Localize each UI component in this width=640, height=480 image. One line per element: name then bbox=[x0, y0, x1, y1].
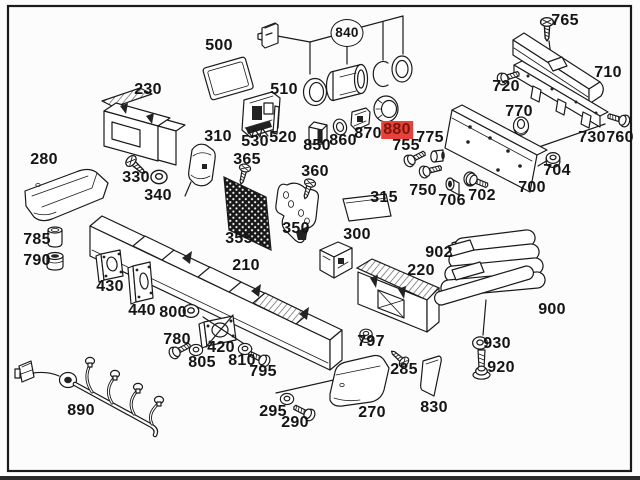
part-880-cap bbox=[373, 95, 399, 123]
part-label-340[interactable]: 340 bbox=[144, 187, 172, 204]
part-label-230[interactable]: 230 bbox=[134, 81, 162, 98]
part-label-920[interactable]: 920 bbox=[487, 359, 515, 376]
part-label-880[interactable]: 880 bbox=[381, 121, 413, 139]
part-870-bracket bbox=[350, 107, 371, 131]
part-label-315[interactable]: 315 bbox=[370, 189, 398, 206]
part-350-bracket bbox=[275, 182, 320, 244]
part-label-775[interactable]: 775 bbox=[416, 129, 444, 146]
part-840-towing-assembly bbox=[257, 22, 413, 107]
part-label-365[interactable]: 365 bbox=[233, 151, 261, 168]
part-label-730[interactable]: 730 bbox=[578, 129, 606, 146]
part-860-ring bbox=[332, 118, 348, 136]
part-label-755[interactable]: 755 bbox=[392, 137, 420, 154]
part-label-220[interactable]: 220 bbox=[407, 262, 435, 279]
part-label-210[interactable]: 210 bbox=[232, 257, 260, 274]
part-300-mount bbox=[319, 241, 353, 279]
part-label-300[interactable]: 300 bbox=[343, 226, 371, 243]
part-label-870[interactable]: 870 bbox=[354, 125, 382, 142]
part-label-860[interactable]: 860 bbox=[329, 132, 357, 149]
part-280-end-cap bbox=[24, 168, 109, 222]
part-label-355[interactable]: 355 bbox=[225, 230, 253, 247]
part-440-bracket bbox=[127, 261, 154, 305]
part-230-bumper-segment bbox=[101, 87, 186, 166]
part-label-710[interactable]: 710 bbox=[594, 64, 622, 81]
part-510-latch bbox=[241, 91, 281, 138]
part-530-spring bbox=[245, 127, 269, 138]
part-710-step-bar bbox=[512, 32, 604, 105]
part-270-end-cap bbox=[329, 354, 390, 407]
part-label-902[interactable]: 902 bbox=[425, 244, 453, 261]
part-label-330[interactable]: 330 bbox=[122, 169, 150, 186]
part-label-765[interactable]: 765 bbox=[551, 12, 579, 29]
part-label-830[interactable]: 830 bbox=[420, 399, 448, 416]
part-label-800[interactable]: 800 bbox=[159, 304, 187, 321]
part-790-grommet bbox=[46, 251, 64, 271]
part-label-350[interactable]: 350 bbox=[282, 220, 310, 237]
part-785-sleeve bbox=[47, 226, 63, 248]
part-775-cap bbox=[430, 149, 445, 163]
part-label-780[interactable]: 780 bbox=[163, 331, 191, 348]
part-label-900[interactable]: 900 bbox=[538, 301, 566, 318]
part-label-930[interactable]: 930 bbox=[483, 335, 511, 352]
part-520-pin bbox=[272, 105, 280, 135]
part-label-420[interactable]: 420 bbox=[207, 339, 235, 356]
part-label-795[interactable]: 795 bbox=[249, 363, 277, 380]
part-label-290[interactable]: 290 bbox=[281, 414, 309, 431]
part-label-797[interactable]: 797 bbox=[357, 333, 385, 350]
part-315-strip bbox=[342, 193, 392, 222]
part-label-790[interactable]: 790 bbox=[23, 252, 51, 269]
part-label-440[interactable]: 440 bbox=[128, 302, 156, 319]
part-label-770[interactable]: 770 bbox=[505, 103, 533, 120]
part-label-430[interactable]: 430 bbox=[96, 278, 124, 295]
part-label-310[interactable]: 310 bbox=[204, 128, 232, 145]
part-label-500[interactable]: 500 bbox=[205, 37, 233, 54]
part-label-360[interactable]: 360 bbox=[301, 163, 329, 180]
part-label-702[interactable]: 702 bbox=[468, 187, 496, 204]
part-label-270[interactable]: 270 bbox=[358, 404, 386, 421]
part-label-750[interactable]: 750 bbox=[409, 182, 437, 199]
part-500-pad bbox=[202, 56, 254, 101]
part-355-mesh-grille bbox=[223, 176, 272, 251]
part-label-700[interactable]: 700 bbox=[518, 179, 546, 196]
harness-sensor-icon bbox=[84, 356, 165, 407]
part-label-285[interactable]: 285 bbox=[390, 361, 418, 378]
part-label-280[interactable]: 280 bbox=[30, 151, 58, 168]
part-label-805[interactable]: 805 bbox=[188, 354, 216, 371]
part-700-bracket-plate bbox=[444, 104, 548, 193]
part-920-flange-bolt bbox=[472, 349, 491, 380]
part-830-panel bbox=[420, 355, 442, 397]
page-bottom-edge bbox=[0, 476, 640, 480]
part-420-bracket bbox=[198, 314, 253, 350]
part-label-810[interactable]: 810 bbox=[228, 352, 256, 369]
part-706-cap bbox=[445, 177, 460, 196]
part-850-block bbox=[308, 121, 328, 145]
part-label-295[interactable]: 295 bbox=[259, 403, 287, 420]
part-label-840[interactable]: 840 bbox=[330, 19, 364, 47]
part-770-grommet bbox=[512, 116, 530, 136]
part-890-wiring-harness bbox=[14, 356, 165, 438]
part-900-tube-step bbox=[434, 229, 546, 306]
part-430-bracket bbox=[95, 249, 124, 283]
part-label-760[interactable]: 760 bbox=[606, 129, 634, 146]
part-310-end-bracket bbox=[188, 143, 216, 187]
part-label-785[interactable]: 785 bbox=[23, 231, 51, 248]
part-label-850[interactable]: 850 bbox=[303, 137, 331, 154]
part-label-706[interactable]: 706 bbox=[438, 192, 466, 209]
part-label-890[interactable]: 890 bbox=[67, 402, 95, 419]
part-label-520[interactable]: 520 bbox=[269, 129, 297, 146]
part-label-720[interactable]: 720 bbox=[492, 78, 520, 95]
part-label-704[interactable]: 704 bbox=[543, 162, 571, 179]
part-label-530[interactable]: 530 bbox=[241, 133, 269, 150]
part-label-510[interactable]: 510 bbox=[270, 81, 298, 98]
